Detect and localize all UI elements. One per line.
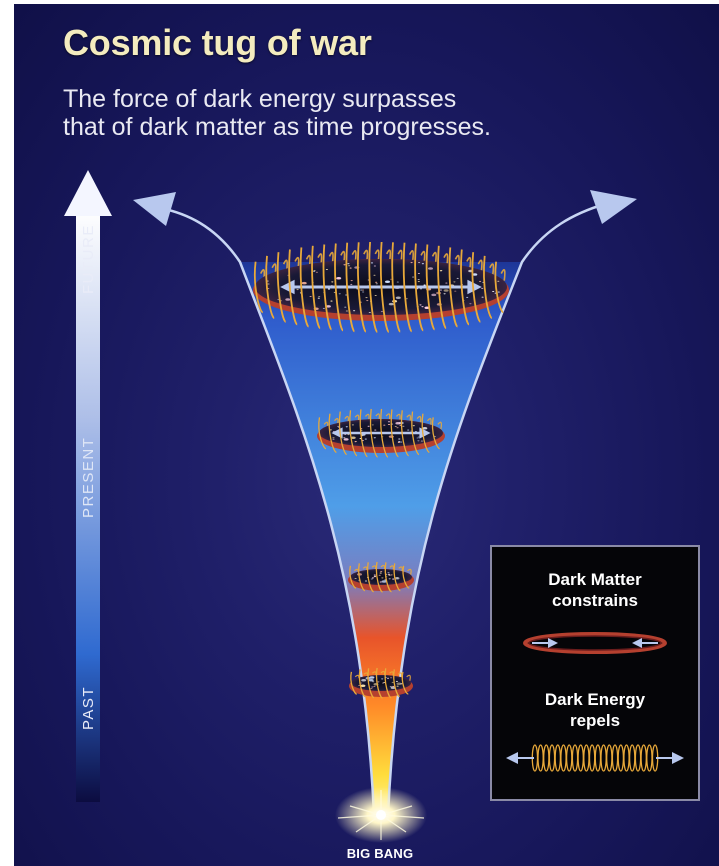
subtitle-line-1: The force of dark energy surpasses xyxy=(63,85,457,113)
legend-dark-energy-spring xyxy=(531,744,659,772)
legend-dark-matter-ring xyxy=(523,632,667,654)
legend-box: Dark Matter constrains Dark Energy repel… xyxy=(490,545,700,801)
timeline-shaft xyxy=(76,210,100,802)
universe-disc-future xyxy=(253,241,509,333)
universe-disc-future-spring-front xyxy=(253,241,505,333)
legend-dark-matter-ring-inner xyxy=(528,635,662,651)
funnel-edge-right xyxy=(386,202,606,816)
legend-dark-matter-description: constrains xyxy=(552,591,638,610)
universe-disc-earliest-spring-front xyxy=(350,667,409,699)
legend-dark-energy-title: Dark Energy xyxy=(544,690,646,709)
big-bang-label: BIG BANG xyxy=(346,846,414,861)
universe-disc-earliest xyxy=(349,667,413,699)
universe-disc-future-spring-back xyxy=(260,249,506,281)
expansion-arrowhead-right xyxy=(590,190,637,224)
page-title: Cosmic tug of war xyxy=(63,22,372,63)
universe-disc-present xyxy=(317,408,445,458)
universe-disc-present-spring-front xyxy=(318,408,441,458)
universe-disc-earliest-surface xyxy=(351,675,411,691)
universe-disc-early-spring-front xyxy=(349,561,410,593)
timeline-arrowhead xyxy=(64,170,112,216)
subtitle-line-2: that of dark matter as time progresses. xyxy=(63,113,491,141)
universe-disc-earliest-galaxies xyxy=(358,676,403,690)
big-bang-point xyxy=(376,810,386,820)
legend-dark-energy-description: repels xyxy=(569,711,621,730)
funnel-edge-left xyxy=(159,206,376,816)
legend-dark-energy-arrows xyxy=(506,752,684,764)
funnel-body xyxy=(240,262,522,815)
legend-dark-matter-arrows xyxy=(532,638,658,648)
legend-dark-matter-title: Dark Matter xyxy=(548,570,642,589)
universe-disc-early xyxy=(348,561,414,593)
universe-disc-early-galaxies xyxy=(354,570,400,583)
big-bang-rays xyxy=(337,790,425,840)
expansion-arrowhead-left xyxy=(133,192,176,226)
